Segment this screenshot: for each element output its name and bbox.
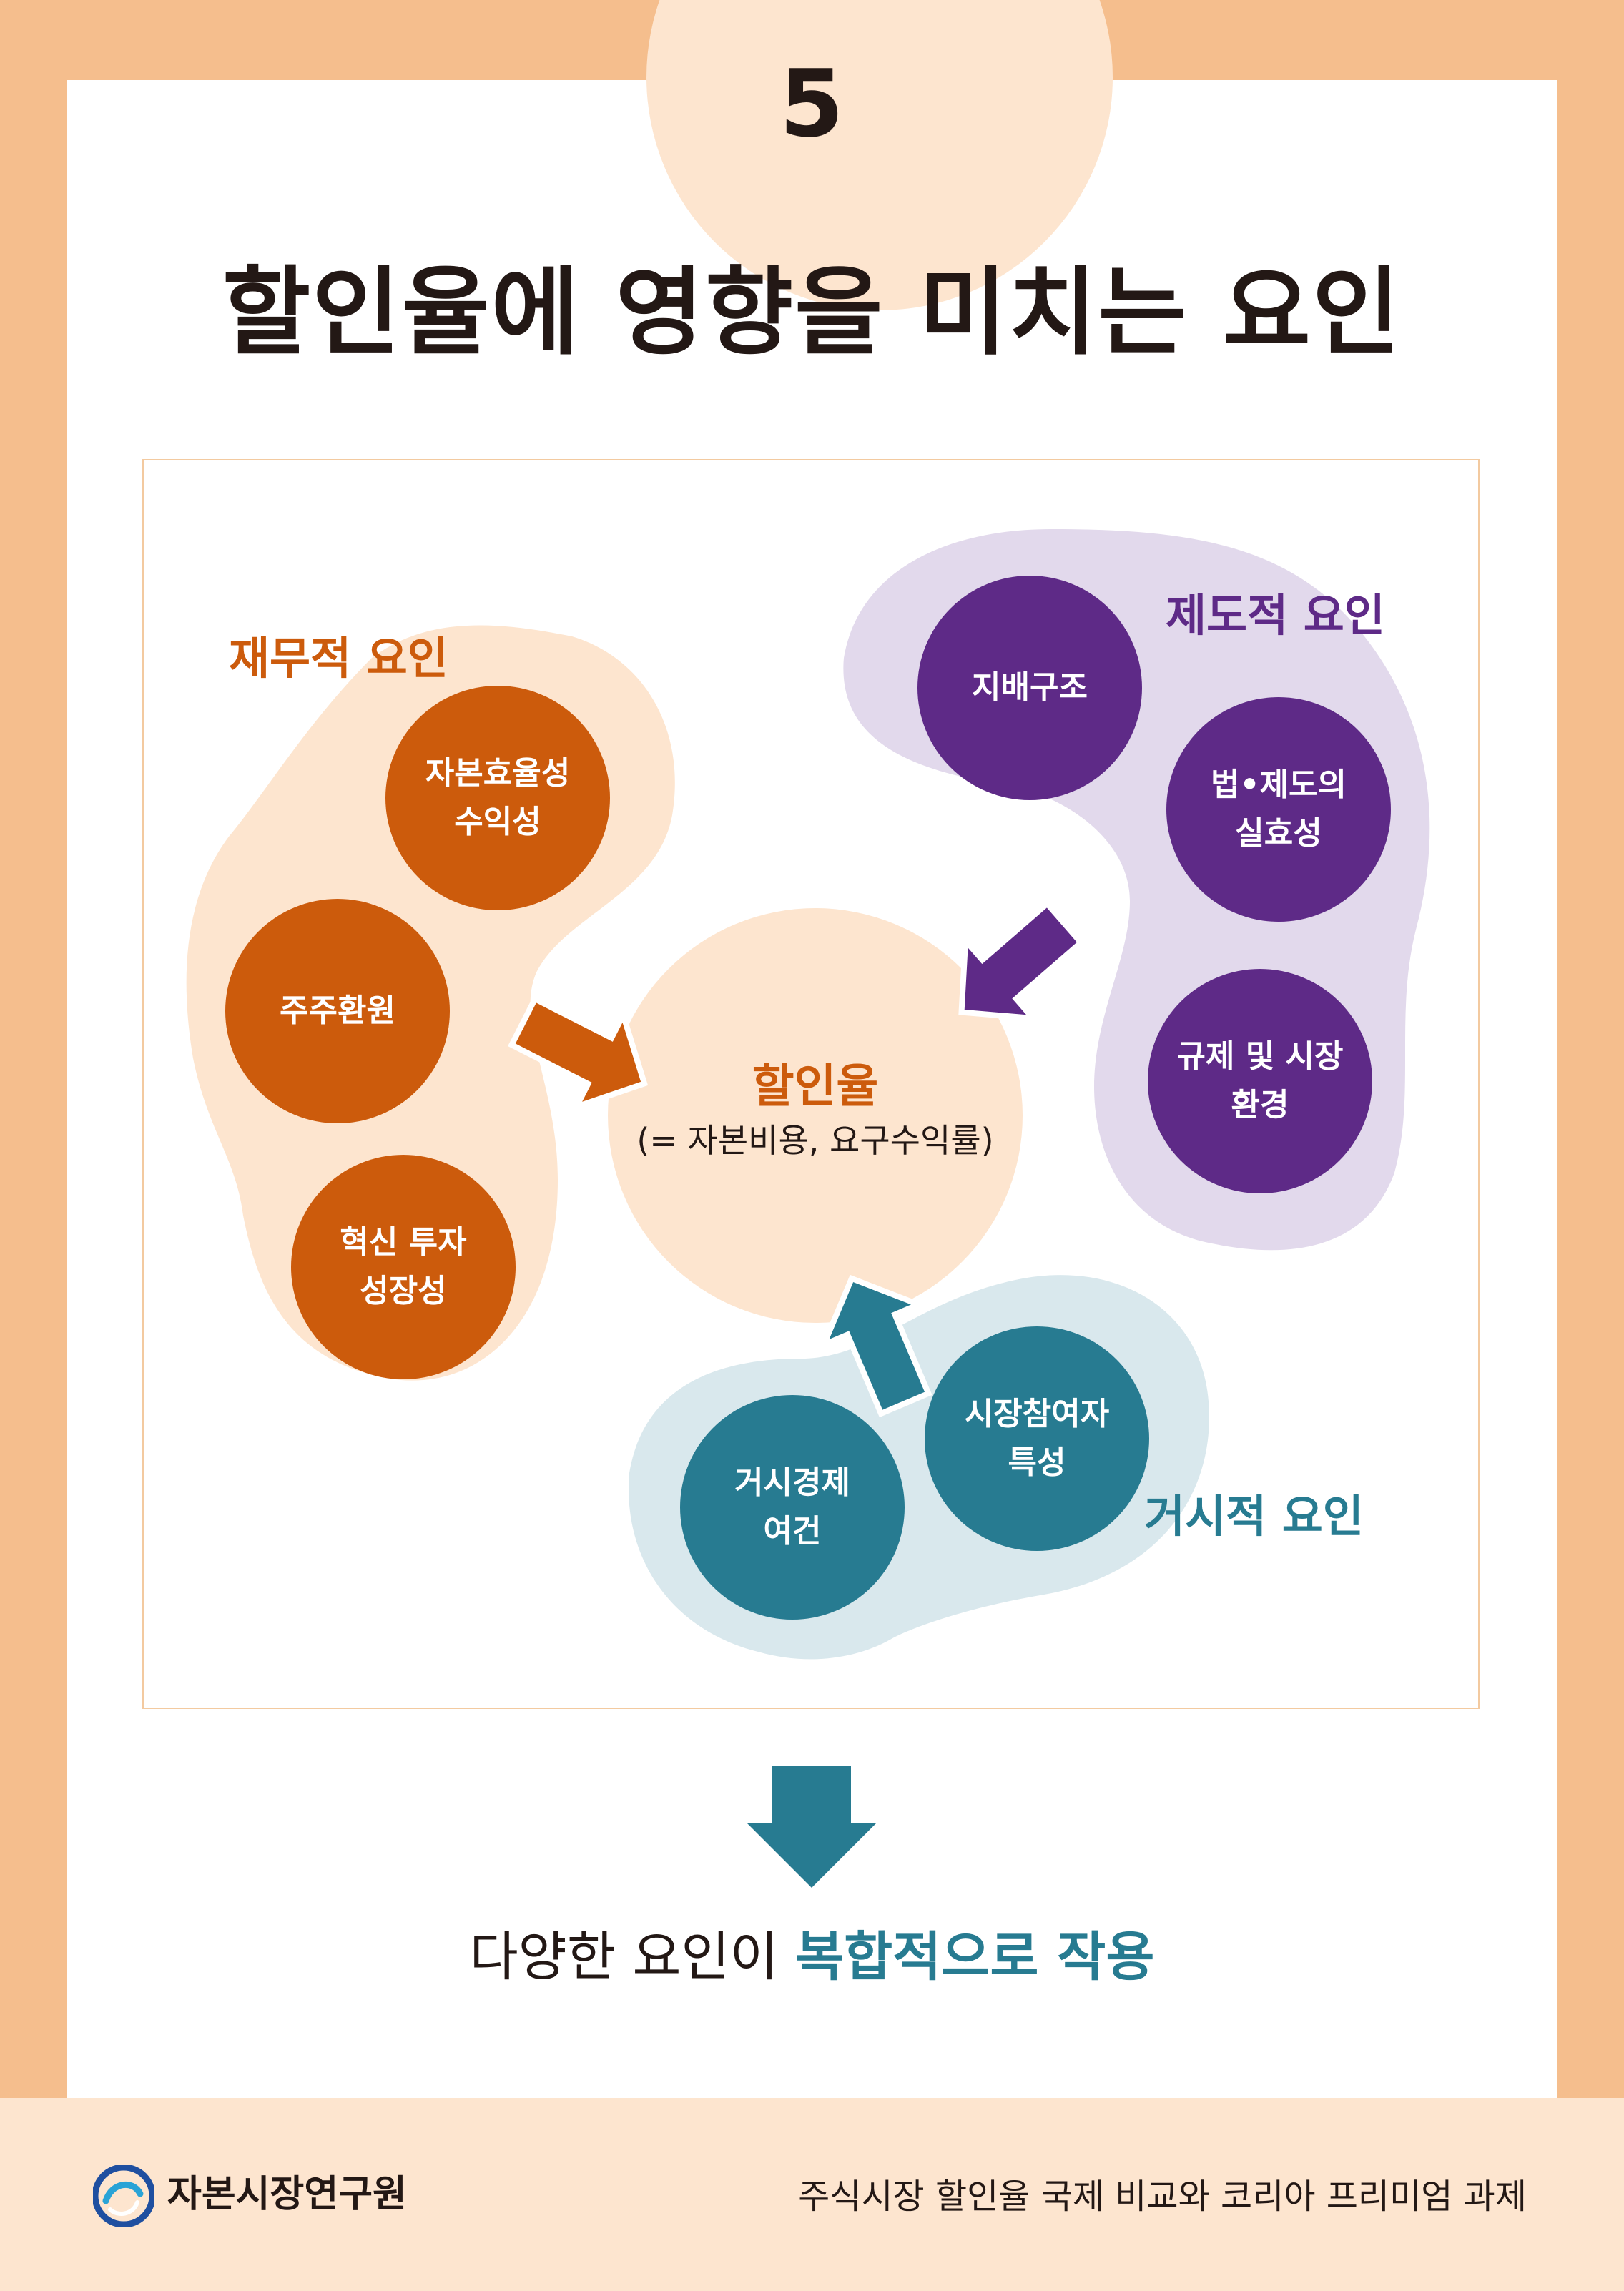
institutional-group-label: 제도적 요인 [1166,589,1385,641]
section-number: 5 [779,49,845,158]
conclusion-prefix: 다양한 요인이 [469,1926,796,1988]
conclusion-highlight: 복합적으로 작용 [795,1926,1155,1988]
financial-factor-label: 자본효율성 수익성 [425,755,571,840]
page-title: 할인율에 영향을 미치는 요인 [222,257,1402,368]
conclusion-arrow [747,1766,876,1888]
institutional-factor-circle [1148,969,1372,1193]
discount-rate-circle [608,908,1023,1323]
financial-group-label: 재무적 요인 [229,632,448,684]
center-subtitle: (= 자본비용, 요구수익률) [636,1121,994,1160]
footer [0,2098,1624,2291]
macro-factor-circle [925,1326,1149,1551]
macro-factor-label: 거시경제 여건 [734,1464,850,1549]
institutional-arrow [958,900,1086,1022]
diagram-frame [142,459,1480,1709]
macro-factor-circle [680,1395,905,1620]
macro-group-label: 거시적 요인 [1144,1490,1364,1542]
financial-factor-circle [225,899,450,1123]
institutional-factor-label: 지배구조 [972,669,1088,706]
financial-factor-circle [385,686,610,910]
financial-factor-label: 혁신 투자 성장성 [340,1224,467,1309]
financial-arrow [508,995,649,1112]
financial-factor-label: 주주환원 [280,992,395,1029]
org-logo-icon [93,2165,154,2227]
report-title: 주식시장 할인율 국제 비교와 코리아 프리미엄 과제 [798,2177,1527,2217]
institutional-factor-circle [917,576,1142,800]
financial-factor-circle [291,1155,516,1379]
center-title: 할인율 [752,1060,879,1113]
macro-arrow [818,1274,932,1418]
macro-factor-label: 시장참여자 특성 [964,1396,1110,1481]
org-name: 자본시장연구원 [167,2173,407,2216]
institutional-factor-circle [1166,697,1391,922]
institutional-factor-label: 규제 및 시장 환경 [1176,1038,1344,1123]
institutional-factor-label: 법•제도의 실효성 [1210,767,1347,852]
conclusion-text: 다양한 요인이 복합적으로 작용 [0,1931,1624,1984]
